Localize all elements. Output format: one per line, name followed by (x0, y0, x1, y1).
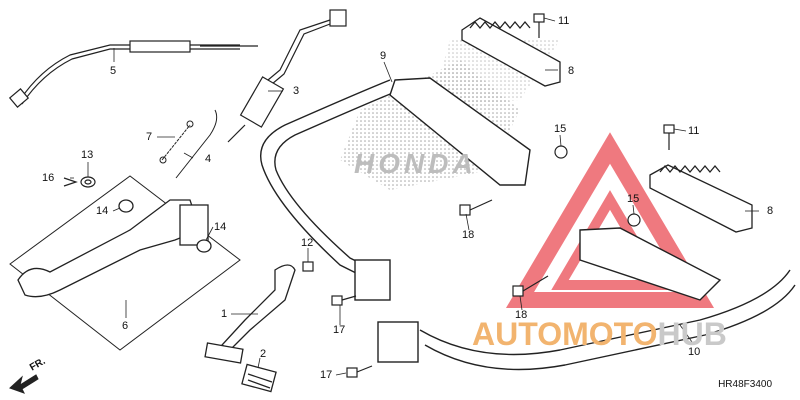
nut-15-bottom (627, 213, 641, 227)
cable-3 (227, 9, 347, 143)
callout-15-top: 15 (554, 123, 567, 135)
callout-11-top: 11 (558, 15, 570, 27)
callout-10: 10 (688, 346, 701, 358)
callout-3: 3 (293, 85, 300, 97)
front-direction-arrow (9, 374, 39, 394)
leader-lines (70, 17, 759, 376)
brake-pedal-6 (17, 199, 212, 298)
callout-8-bottom: 8 (767, 205, 774, 217)
footpeg-8-top (461, 17, 561, 87)
pin-16 (63, 177, 78, 187)
callout-13: 13 (81, 149, 94, 161)
callout-18-top: 18 (462, 229, 475, 241)
bolt-12 (302, 261, 314, 272)
honda-emblem: HONDA (354, 148, 477, 179)
callout-17-bottom: 17 (320, 369, 333, 381)
callout-1: 1 (221, 308, 228, 320)
callout-5: 5 (110, 65, 117, 77)
bolt-18-top (459, 199, 493, 216)
bolt-11-bottom (663, 124, 675, 150)
callout-15-bottom: 15 (627, 193, 640, 205)
lever-1 (204, 264, 296, 364)
watermark-part-a: AUTOMOTO (472, 316, 658, 352)
automotohub-watermark: AUTOMOTOHUB (472, 318, 727, 350)
part-code: HR48F3400 (718, 379, 772, 390)
watermark-part-b: HUB (657, 316, 727, 352)
frame-9 (260, 77, 531, 301)
bolt-18-bottom (512, 275, 549, 297)
callout-7: 7 (146, 131, 153, 143)
nut-15-top (554, 145, 568, 159)
callout-14-right: 14 (214, 221, 227, 233)
pedal-box-6 (9, 175, 241, 351)
callout-14-left: 14 (96, 205, 109, 217)
bolt-17-top (331, 295, 357, 306)
callout-18-bottom: 18 (515, 309, 528, 321)
callout-4: 4 (205, 153, 212, 165)
footpeg-8-bottom (649, 164, 753, 233)
pad-2 (241, 363, 277, 393)
cable-5 (8, 40, 258, 108)
bolt-11-top (533, 13, 545, 38)
callout-2: 2 (260, 348, 267, 360)
callout-11-bottom: 11 (688, 125, 700, 137)
callout-9: 9 (380, 50, 387, 62)
callout-17-top: 17 (333, 324, 346, 336)
callout-16: 16 (42, 172, 55, 184)
bolt-17-bottom (346, 365, 373, 378)
callout-12: 12 (301, 237, 314, 249)
springs (159, 109, 218, 179)
frame-10 (377, 227, 796, 371)
washer-13 (80, 176, 96, 188)
callout-8-top: 8 (568, 65, 575, 77)
callout-6: 6 (122, 320, 129, 332)
